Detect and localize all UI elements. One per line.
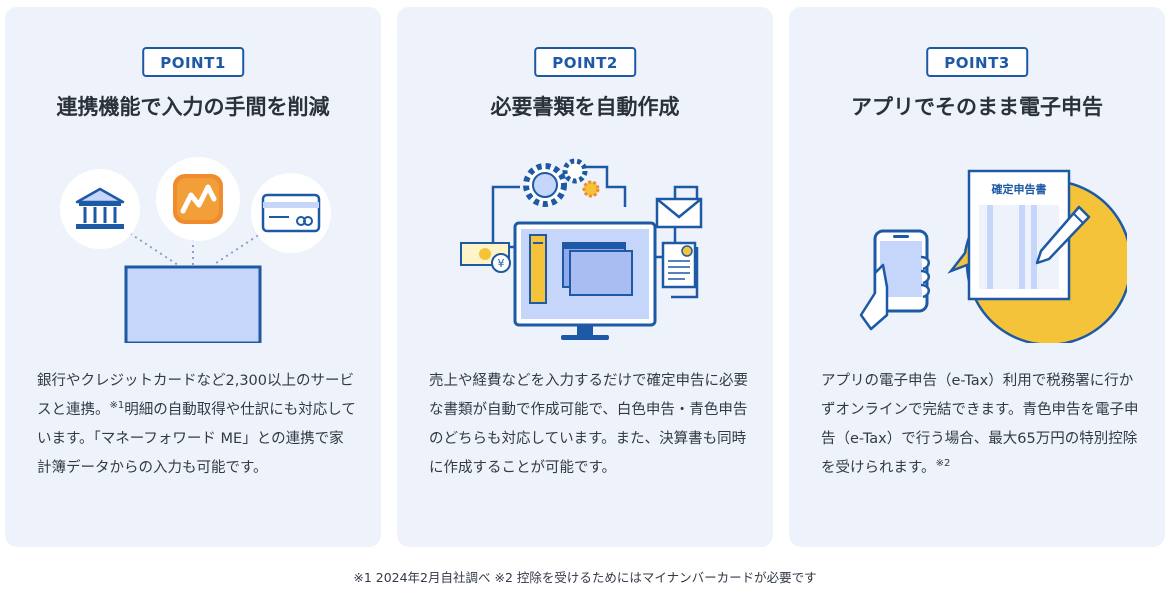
cash-icon: ¥ (460, 242, 511, 273)
footnote: ※1 2024年2月自社調べ ※2 控除を受けるためにはマイナンバーカードが必要… (353, 570, 817, 585)
pencil-icon (1035, 205, 1091, 265)
moneyforward-app-icon (156, 157, 240, 241)
integration-illustration (60, 157, 331, 343)
point-title-3: アプリでそのまま電子申告 (851, 95, 1103, 119)
point-desc-3: アプリの電子申告（e-Tax）利用で税務署に行かずオンラインで完結できます。青色… (821, 373, 1139, 476)
credit-card-icon (251, 173, 331, 253)
point-title-1: 連携機能で入力の手間を削減 (56, 95, 330, 119)
bank-icon (60, 169, 140, 249)
e-tax-app-illustration: 確定申告書 (859, 169, 1127, 343)
report-document-icon (661, 241, 697, 289)
point-card-1: POINT1 連携機能で入力の手間を削減 (5, 7, 381, 547)
point-badge-3: POINT3 (926, 47, 1028, 77)
monitor-icon (124, 265, 262, 343)
tax-form-title: 確定申告書 (992, 182, 1047, 196)
point-desc-2: 売上や経費などを入力するだけで確定申告に必要な書類が自動で作成可能で、白色申告・… (429, 373, 748, 476)
point-card-2: POINT2 必要書類を自動作成 (397, 7, 773, 547)
point-card-3: POINT3 アプリでそのまま電子申告 確定申告書 (789, 7, 1165, 547)
monitor-icon (513, 221, 657, 340)
document-automation-illustration: ¥ (460, 158, 703, 340)
hand-icon (859, 255, 930, 331)
point-badge-2: POINT2 (534, 47, 636, 77)
point-title-2: 必要書類を自動作成 (490, 95, 680, 119)
gears-icon (523, 158, 600, 207)
point-badge-1: POINT1 (142, 47, 244, 77)
point-desc-1: 銀行やクレジットカードなど2,300以上のサービスと連携。※1明細の自動取得や仕… (37, 373, 356, 476)
envelope-icon (655, 197, 703, 229)
yen-symbol: ¥ (498, 257, 505, 270)
